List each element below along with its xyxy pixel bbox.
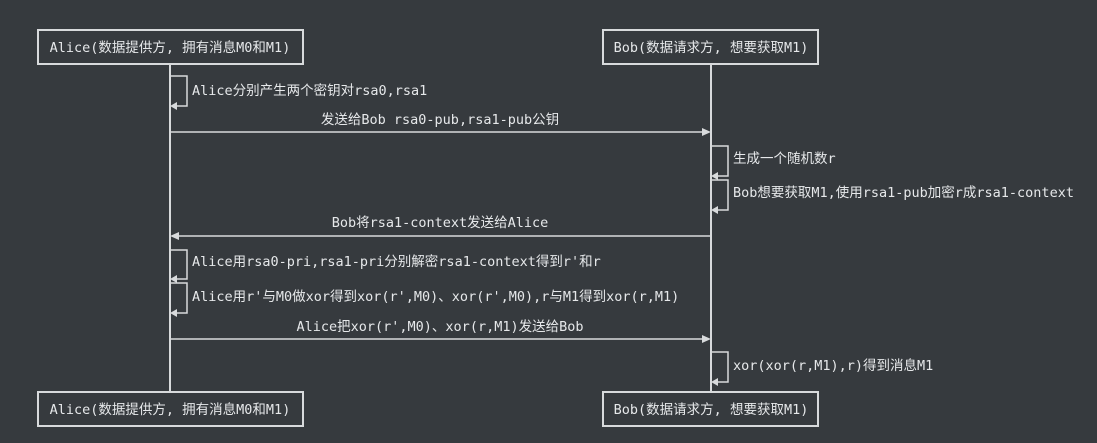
bob-actor-top: Bob(数据请求方, 想要获取M1) [602, 29, 819, 65]
message-2-arrowhead [702, 128, 711, 136]
message-1-arrowhead [170, 102, 177, 110]
message-7-arrowhead [170, 309, 177, 317]
message-1-label: Alice分别产生两个密钥对rsa0,rsa1 [192, 82, 427, 99]
alice-actor-top: Alice(数据提供方, 拥有消息M0和M1) [37, 29, 304, 65]
message-3-arrowhead [711, 172, 718, 180]
message-7-label: Alice用r'与M0做xor得到xor(r',M0)、xor(r',M0),r… [192, 288, 679, 305]
message-9-arrowhead [711, 378, 718, 386]
message-5-bob-to-alice: Bob将rsa1-context发送给Alice [170, 215, 711, 240]
message-6-arrowhead [170, 275, 177, 283]
bob-actor-bottom: Bob(数据请求方, 想要获取M1) [602, 391, 819, 427]
message-6-label: Alice用rsa0-pri,rsa1-pri分别解密rsa1-context得… [192, 253, 601, 270]
message-3-self-bob: 生成一个随机数r [711, 145, 836, 180]
message-2-alice-to-bob: 发送给Bob rsa0-pub,rsa1-pub公钥 [170, 112, 711, 136]
message-8-arrowhead [702, 335, 711, 343]
message-5-label: Bob将rsa1-context发送给Alice [332, 215, 549, 231]
alice-actor-top-label: Alice(数据提供方, 拥有消息M0和M1) [50, 39, 291, 56]
message-9-self-bob: xor(xor(r,M1),r)得到消息M1 [711, 351, 933, 386]
message-5-arrowhead [170, 232, 179, 240]
bob-actor-top-label: Bob(数据请求方, 想要获取M1) [614, 40, 809, 56]
message-4-arrow [711, 179, 729, 211]
message-3-label: 生成一个随机数r [733, 151, 836, 167]
message-4-arrowhead [711, 206, 718, 214]
alice-actor-bottom: Alice(数据提供方, 拥有消息M0和M1) [37, 391, 304, 427]
message-7-self-alice: Alice用r'与M0做xor得到xor(r',M0)、xor(r',M0),r… [170, 282, 679, 317]
message-9-arrow [711, 351, 729, 383]
alice-actor-bottom-label: Alice(数据提供方, 拥有消息M0和M1) [50, 401, 291, 418]
message-1-arrow [170, 75, 188, 107]
message-1-self-alice: Alice分别产生两个密钥对rsa0,rsa1 [170, 75, 427, 110]
bob-actor-bottom-label: Bob(数据请求方, 想要获取M1) [614, 402, 809, 418]
message-6-self-alice: Alice用rsa0-pri,rsa1-pri分别解密rsa1-context得… [170, 249, 601, 283]
message-8-label: Alice把xor(r',M0)、xor(r,M1)发送给Bob [297, 319, 584, 335]
message-2-label: 发送给Bob rsa0-pub,rsa1-pub公钥 [321, 112, 559, 128]
message-8-alice-to-bob: Alice把xor(r',M0)、xor(r,M1)发送给Bob [170, 319, 711, 343]
message-4-self-bob: Bob想要获取M1,使用rsa1-pub加密r成rsa1-context [711, 179, 1074, 214]
message-9-label: xor(xor(r,M1),r)得到消息M1 [733, 357, 933, 374]
message-7-arrow [170, 282, 188, 314]
message-4-label: Bob想要获取M1,使用rsa1-pub加密r成rsa1-context [733, 184, 1074, 201]
message-3-arrow [711, 145, 729, 177]
message-6-arrow [170, 249, 188, 280]
